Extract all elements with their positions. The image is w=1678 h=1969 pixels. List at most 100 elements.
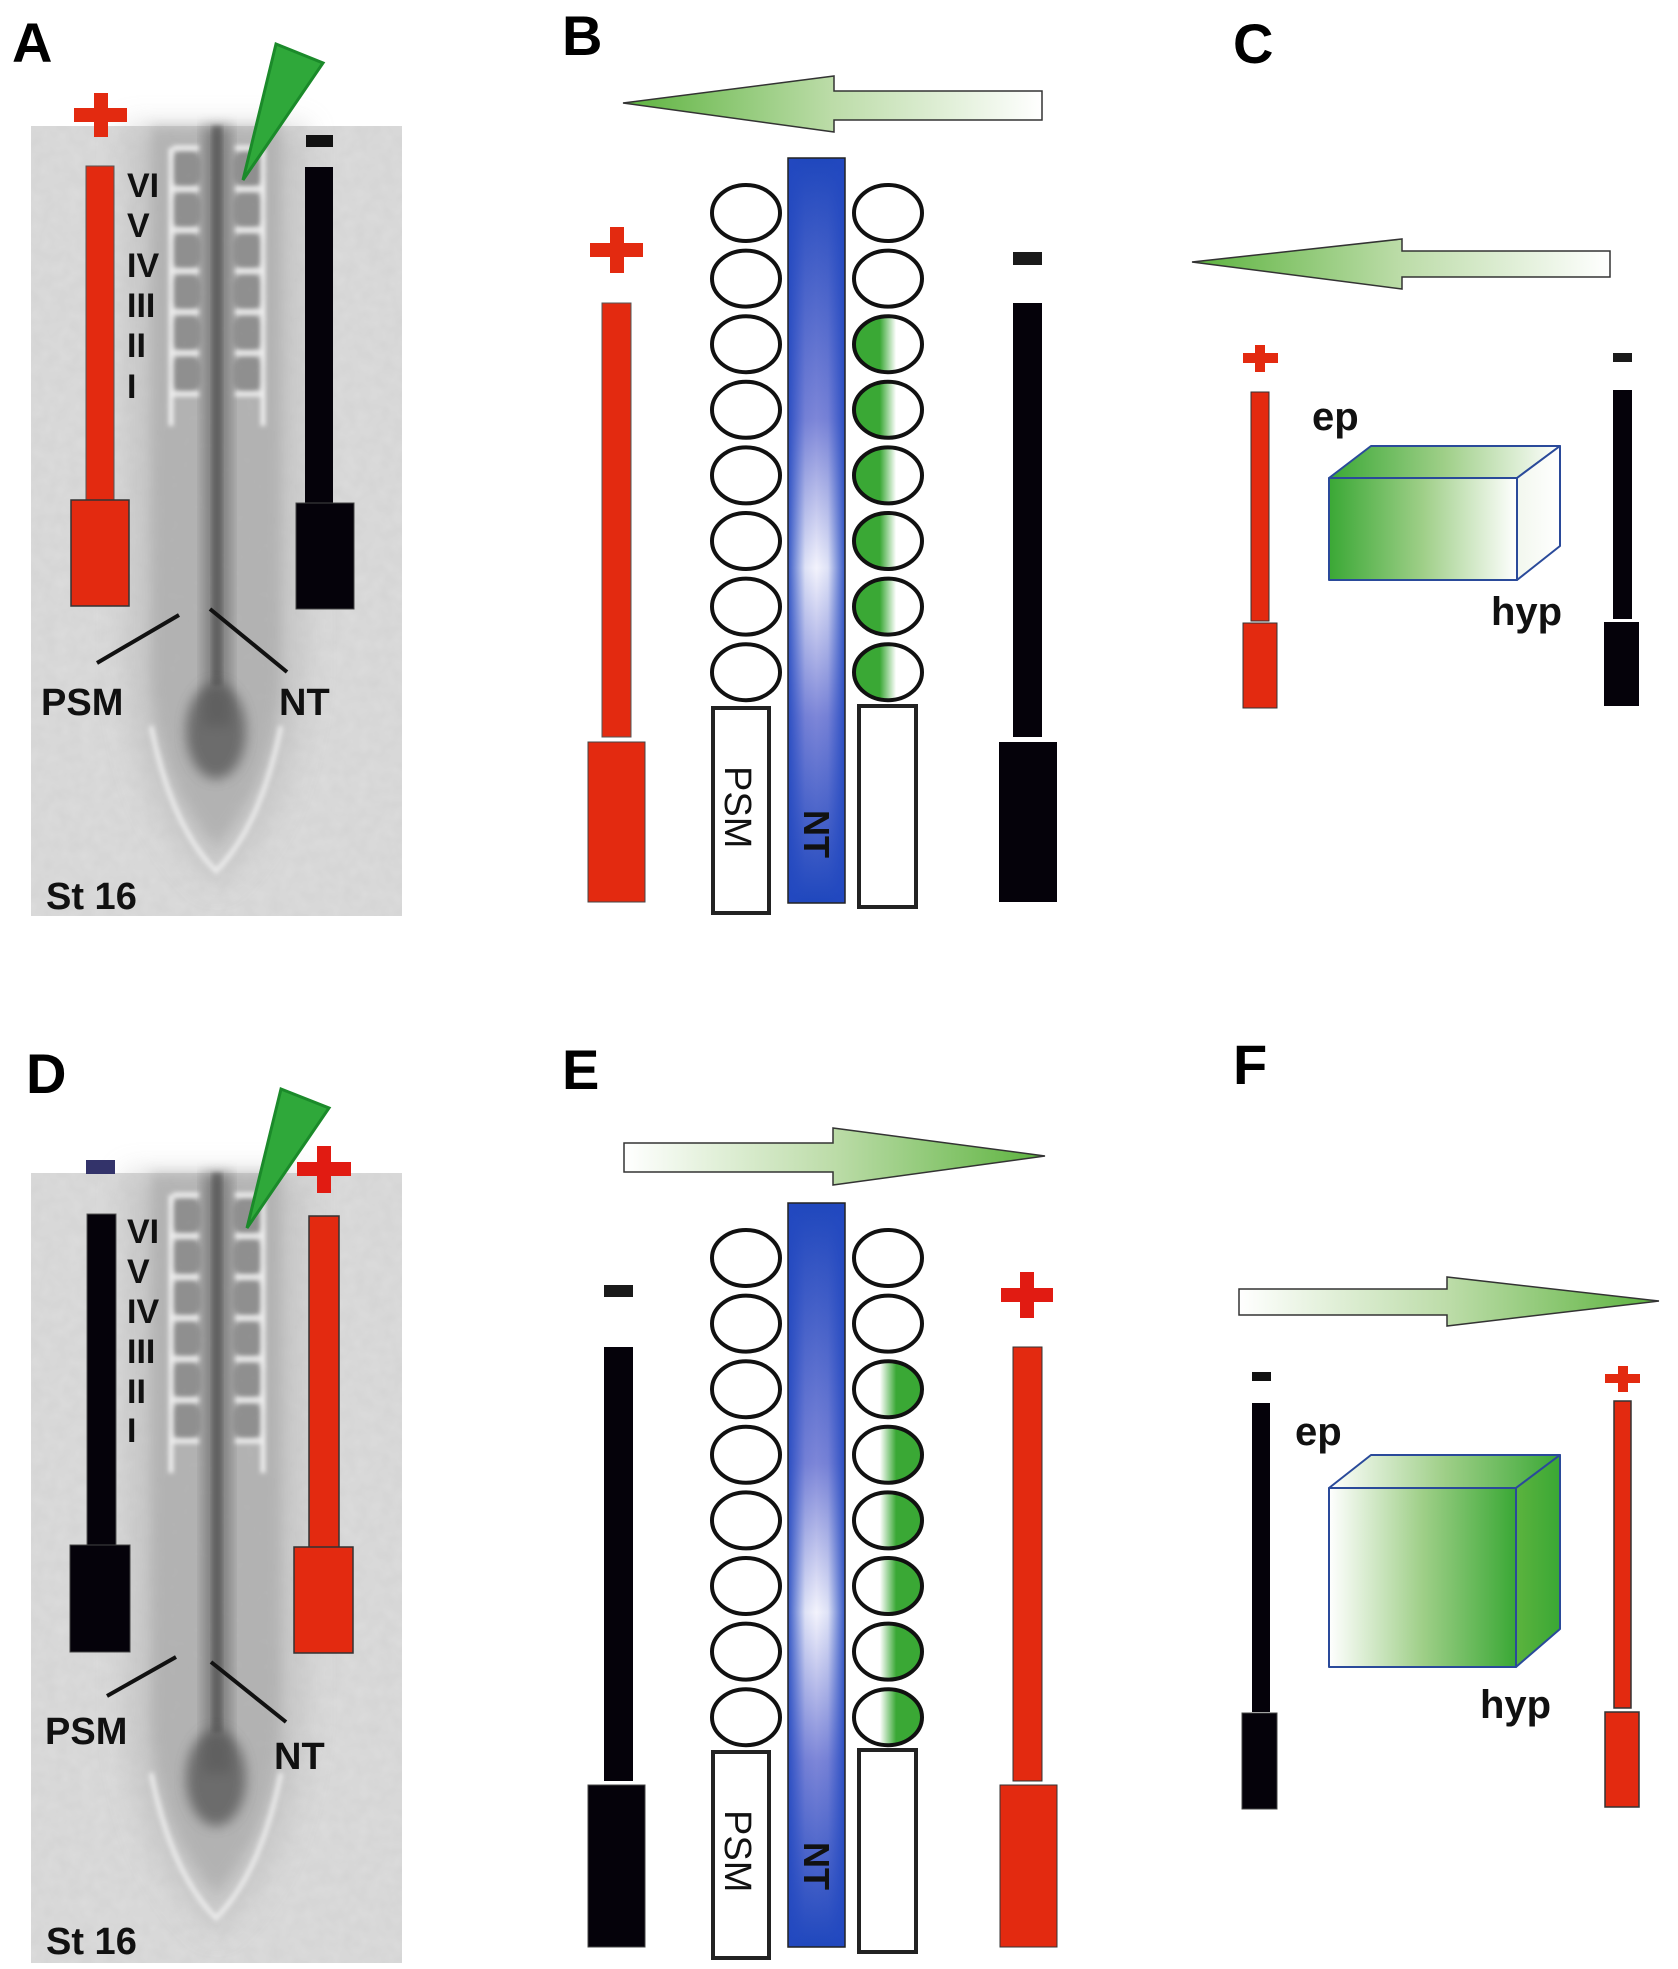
- somite-columns: [710, 1228, 924, 1748]
- somite: [710, 248, 782, 309]
- positive-sign-icon: [1243, 345, 1278, 372]
- nt-pointer-line: [208, 607, 289, 674]
- psm-pointer-line: [95, 613, 181, 665]
- somite: [710, 379, 782, 440]
- psm-label: PSM: [716, 766, 758, 848]
- psm-label: PSM: [45, 1711, 127, 1753]
- nt-label: NT: [796, 810, 837, 858]
- positive-sign-icon: [297, 1146, 351, 1193]
- somite-labeled: [852, 642, 924, 703]
- negative-sign-icon: [306, 135, 333, 147]
- somite: [852, 183, 924, 243]
- somite: [710, 1228, 782, 1288]
- tissue-block: [1328, 1454, 1561, 1668]
- somite-label: III: [127, 1333, 155, 1371]
- somite: [710, 1424, 782, 1485]
- neural-tube: NT: [787, 1202, 846, 1948]
- positive-sign-icon: [74, 93, 127, 137]
- somite: [852, 1293, 924, 1354]
- panel-label-c: C: [1233, 12, 1273, 75]
- arrow-right-icon: [623, 1127, 1046, 1186]
- panel-label-e: E: [562, 1038, 599, 1101]
- stage-label: St 16: [46, 876, 137, 918]
- somite-labels: VI V IV III II I: [127, 167, 159, 406]
- arrow-right-icon: [1238, 1276, 1660, 1327]
- somite-label: IV: [127, 247, 159, 285]
- panel-c: C ep hyp: [1191, 12, 1639, 709]
- somite-labeled: [852, 1490, 924, 1551]
- psm-block-right: [857, 704, 918, 909]
- positive-electrode: [293, 1215, 354, 1654]
- somite-labeled: [852, 1359, 924, 1420]
- positive-electrode: [999, 1346, 1058, 1948]
- negative-sign-icon: [1013, 252, 1042, 265]
- nt-pointer-line: [209, 1660, 288, 1724]
- somite: [710, 1490, 782, 1551]
- somite: [852, 1228, 924, 1288]
- panel-label-d: D: [26, 1042, 66, 1105]
- somite-label: I: [127, 368, 136, 406]
- negative-sign-icon: [1252, 1372, 1271, 1381]
- somite-labels: VI V IV III II I: [127, 1213, 159, 1450]
- somite-labeled: [852, 1424, 924, 1485]
- somite: [852, 248, 924, 309]
- negative-electrode: [69, 1213, 131, 1653]
- stage-label: St 16: [46, 1921, 137, 1963]
- somite: [710, 642, 782, 703]
- psm-pointer-line: [106, 1655, 177, 1698]
- negative-electrode: [587, 1347, 646, 1948]
- injection-marker-icon: [241, 41, 326, 181]
- somite: [710, 511, 782, 571]
- nt-label: NT: [796, 1842, 837, 1890]
- somite-label: II: [127, 327, 146, 365]
- psm-block-right: [857, 1748, 918, 1954]
- panel-e: E NT PSM: [562, 1038, 1058, 1960]
- somite: [710, 1621, 782, 1682]
- somite-label: VI: [127, 1213, 159, 1251]
- panel-label-f: F: [1233, 1033, 1267, 1096]
- somite-labeled: [852, 379, 924, 440]
- psm-block: PSM: [711, 1750, 771, 1960]
- somite: [710, 1687, 782, 1748]
- somite: [710, 576, 782, 637]
- psm-block: PSM: [711, 706, 771, 915]
- positive-sign-icon: [1605, 1366, 1640, 1392]
- somite: [710, 1556, 782, 1616]
- negative-sign-icon: [604, 1285, 633, 1297]
- arrow-left-icon: [1191, 238, 1611, 290]
- tissue-block: [1328, 445, 1561, 581]
- somite-labeled: [852, 445, 924, 506]
- somite-labeled: [852, 576, 924, 637]
- psm-label: PSM: [41, 682, 123, 724]
- positive-electrode: [70, 165, 130, 607]
- positive-electrode: [1604, 1400, 1640, 1808]
- nt-label: NT: [274, 1736, 325, 1778]
- somite-labeled: [852, 511, 924, 571]
- panel-b: B NT PSM: [562, 4, 1057, 915]
- epiblast-label: ep: [1295, 1410, 1342, 1454]
- somite-label: IV: [127, 1293, 159, 1331]
- somite-label: V: [127, 207, 150, 245]
- somite-labeled: [852, 1556, 924, 1616]
- somite-label: VI: [127, 167, 159, 205]
- somite-labeled: [852, 1687, 924, 1748]
- somite-label: III: [127, 287, 155, 325]
- hypoblast-label: hyp: [1491, 590, 1562, 634]
- epiblast-label: ep: [1312, 395, 1359, 439]
- hypoblast-label: hyp: [1480, 1683, 1551, 1727]
- negative-electrode: [295, 167, 355, 610]
- somite: [710, 314, 782, 375]
- somite: [710, 1293, 782, 1354]
- somite-label: V: [127, 1253, 150, 1291]
- neural-tube: NT: [787, 157, 846, 904]
- somite: [710, 183, 782, 243]
- somite-label: II: [127, 1373, 146, 1411]
- somite-label: I: [127, 1412, 136, 1450]
- negative-electrode: [1604, 390, 1639, 706]
- injection-marker-icon: [245, 1086, 332, 1229]
- positive-sign-icon: [1001, 1272, 1053, 1318]
- psm-label: PSM: [716, 1810, 758, 1892]
- arrow-left-icon: [622, 75, 1043, 133]
- somite-labeled: [852, 314, 924, 375]
- somite-columns: [710, 183, 924, 703]
